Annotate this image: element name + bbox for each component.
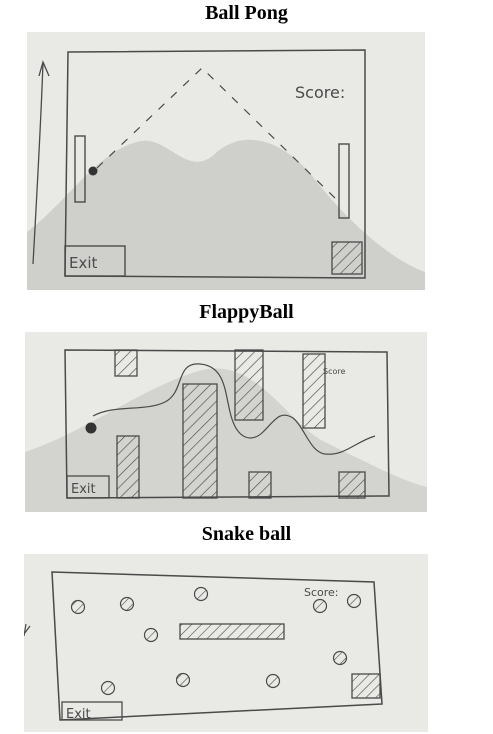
game-border <box>64 349 390 499</box>
ball-icon <box>88 166 98 176</box>
sketch-title-ball-pong: Ball Pong <box>205 2 288 24</box>
food-ball <box>70 599 86 615</box>
food-ball <box>119 596 135 612</box>
food-ball <box>100 680 116 696</box>
food-ball <box>332 650 348 666</box>
exit-label[interactable]: Exit <box>66 707 91 722</box>
pipe-top-4 <box>302 353 326 429</box>
snake-ball-sketch: Exit Score: <box>24 554 428 732</box>
score-label: Score: <box>295 83 345 102</box>
pipe-bottom-4 <box>338 471 366 499</box>
hatched-block <box>331 241 363 275</box>
food-ball <box>265 673 281 689</box>
pipe-top-1 <box>114 349 138 377</box>
ball-pong-sketch: Exit Score: <box>27 32 425 290</box>
score-label: Score: <box>304 586 339 599</box>
game-border <box>51 571 383 721</box>
exit-label[interactable]: Exit <box>71 482 96 497</box>
right-paddle <box>338 143 350 219</box>
hatched-block <box>351 673 381 699</box>
food-ball <box>175 672 191 688</box>
pipe-top-3 <box>234 349 264 421</box>
food-ball <box>346 593 362 609</box>
sketch-title-flappyball: FlappyBall <box>199 301 294 323</box>
snake-body <box>179 623 285 640</box>
arrow-mark-icon <box>24 623 31 637</box>
pipe-bottom-3 <box>248 471 272 499</box>
score-label: Score <box>323 367 345 376</box>
flappyball-sketch: Exit Score <box>25 332 427 512</box>
pipe-bottom-2 <box>182 383 218 499</box>
exit-button-box <box>66 475 110 499</box>
exit-button-box <box>61 701 123 721</box>
flight-path <box>92 363 376 455</box>
food-ball <box>143 627 159 643</box>
sketch-title-snake-ball: Snake ball <box>201 523 292 545</box>
food-balls <box>70 586 362 696</box>
game-border <box>64 49 366 279</box>
left-paddle <box>74 135 86 203</box>
food-ball <box>312 598 328 614</box>
ball-icon <box>85 422 97 434</box>
pipe-bottom-1 <box>116 435 140 499</box>
exit-button-box <box>64 245 126 277</box>
up-arrow-icon <box>32 60 50 265</box>
hand-shadow <box>27 139 425 290</box>
exit-label[interactable]: Exit <box>69 254 98 272</box>
food-ball <box>193 586 209 602</box>
